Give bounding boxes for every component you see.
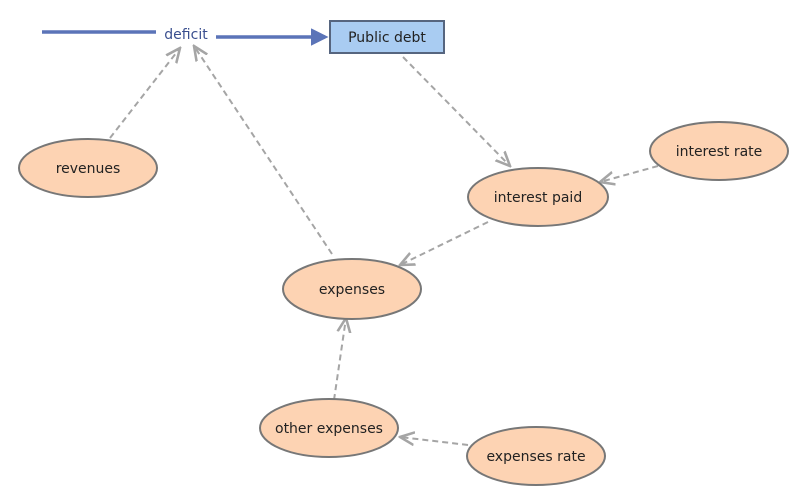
expenses-label: expenses — [319, 282, 385, 298]
variable-interest-paid[interactable]: interest paid — [467, 167, 609, 227]
expenses-rate-label: expenses rate — [486, 449, 585, 465]
variable-other-expenses[interactable]: other expenses — [259, 398, 399, 458]
link-interest-paid-to-expenses — [400, 221, 489, 265]
link-public-debt-to-interest-paid — [402, 56, 510, 166]
stock-box[interactable] — [329, 20, 445, 54]
revenues-ellipse[interactable] — [18, 138, 158, 198]
revenues-label: revenues — [56, 161, 121, 177]
stock-public-debt[interactable]: Public debt — [329, 20, 445, 54]
deficit-flow[interactable]: deficit — [42, 27, 329, 46]
variable-interest-rate[interactable]: interest rate — [649, 121, 789, 181]
interest-rate-ellipse[interactable] — [649, 121, 789, 181]
link-expenses-rate-to-other-expenses — [400, 437, 469, 445]
variable-expenses-rate[interactable]: expenses rate — [466, 426, 606, 486]
link-expenses-to-deficit — [194, 46, 333, 255]
causal-links — [109, 46, 659, 445]
other-expenses-ellipse[interactable] — [259, 398, 399, 458]
interest-paid-label: interest paid — [494, 190, 582, 206]
other-expenses-label: other expenses — [275, 421, 383, 437]
deficit-label[interactable]: deficit — [164, 27, 208, 43]
link-interest-rate-to-interest-paid — [600, 165, 659, 182]
link-other-expenses-to-expenses — [333, 318, 346, 401]
link-revenues-to-deficit — [109, 48, 180, 139]
interest-paid-ellipse[interactable] — [467, 167, 609, 227]
variable-expenses[interactable]: expenses — [282, 258, 422, 320]
expenses-ellipse[interactable] — [282, 258, 422, 320]
variable-revenues[interactable]: revenues — [18, 138, 158, 198]
expenses-rate-ellipse[interactable] — [466, 426, 606, 486]
stock-label: Public debt — [348, 30, 426, 46]
interest-rate-label: interest rate — [676, 144, 763, 160]
